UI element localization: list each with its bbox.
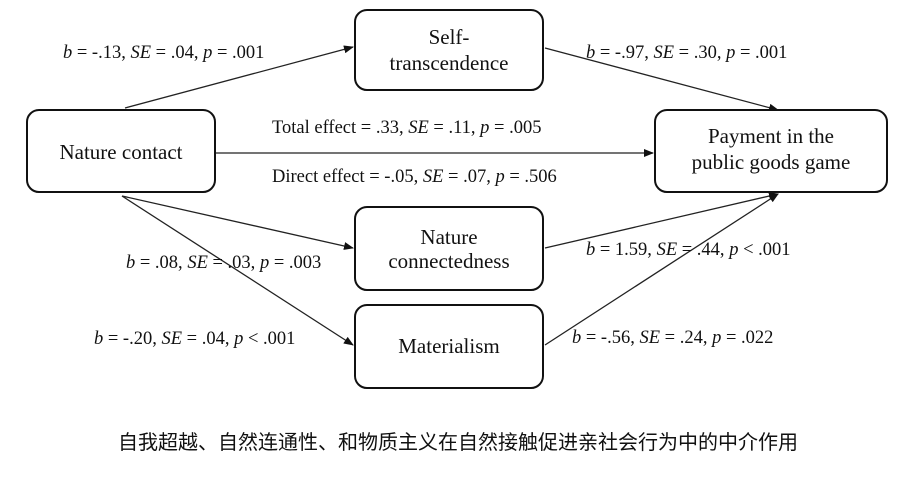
stat-value: = -.13,	[72, 43, 130, 63]
node-self-transcendence: Self- transcendence	[354, 9, 544, 91]
stat-value: = 1.59,	[595, 240, 656, 260]
stat-symbol: p	[493, 167, 504, 187]
stat-value: Total effect = .33,	[272, 118, 408, 138]
stat-value: = .022	[721, 328, 773, 348]
node-label: transcendence	[390, 51, 509, 75]
path-label-nc-st: b = -.13, SE = .04, p = .001	[63, 43, 264, 63]
path-label-st-pay: b = -.97, SE = .30, p = .001	[586, 43, 787, 63]
path-label-nc-ncon: b = .08, SE = .03, p = .003	[126, 253, 321, 273]
stat-symbol: p	[258, 253, 269, 273]
figure-caption: 自我超越、自然连通性、和物质主义在自然接触促进亲社会行为中的中介作用	[118, 430, 798, 454]
stat-value: = .30,	[674, 43, 726, 63]
arrow-materialism-to-payment	[544, 193, 779, 346]
path-label-mat-pay: b = -.56, SE = .24, p = .022	[572, 328, 773, 348]
stat-symbol: SE	[130, 43, 151, 63]
stat-value: = -.20,	[103, 329, 161, 349]
stat-value: = .506	[505, 167, 557, 187]
stat-symbol: b	[63, 43, 72, 63]
node-label: Materialism	[398, 334, 499, 358]
stat-symbol: p	[201, 43, 212, 63]
stat-value: Direct effect = -.05,	[272, 167, 423, 187]
arrow-nature-contact-to-self-transcendence	[124, 45, 354, 109]
stat-value: = .24,	[660, 328, 712, 348]
node-label: connectedness	[388, 249, 509, 273]
node-label: Nature	[420, 225, 477, 249]
stat-value: = .11,	[429, 118, 480, 138]
node-payment: Payment in the public goods game	[654, 109, 888, 193]
node-label: Payment in the	[708, 124, 834, 148]
arrow-self-transcendence-to-payment	[544, 47, 779, 112]
path-label-direct: Direct effect = -.05, SE = .07, p = .506	[272, 167, 557, 187]
stat-symbol: b	[126, 253, 135, 273]
stat-symbol: SE	[657, 240, 678, 260]
stat-symbol: SE	[639, 328, 660, 348]
stat-value: = .07,	[443, 167, 495, 187]
stat-value: = -.97,	[595, 43, 653, 63]
stat-value: = .005	[489, 118, 541, 138]
stat-symbol: p	[478, 118, 489, 138]
stat-symbol: p	[724, 43, 735, 63]
path-label-total: Total effect = .33, SE = .11, p = .005	[272, 118, 541, 138]
node-materialism: Materialism	[354, 304, 544, 389]
stat-value: < .001	[243, 329, 295, 349]
node-label: public goods game	[692, 150, 851, 174]
node-label: Nature contact	[59, 140, 182, 164]
arrow-nature-connectedness-to-payment	[544, 192, 779, 249]
stat-symbol: p	[710, 328, 721, 348]
stat-value: = .04,	[151, 43, 203, 63]
stat-symbol: SE	[408, 118, 429, 138]
stat-value: = .003	[269, 253, 321, 273]
stat-symbol: p	[727, 240, 738, 260]
arrow-nature-contact-to-materialism	[121, 195, 354, 346]
stat-symbol: b	[586, 43, 595, 63]
stat-symbol: b	[586, 240, 595, 260]
arrow-nature-contact-to-nature-connectedness	[121, 195, 354, 250]
node-nature-connectedness: Nature connectedness	[354, 206, 544, 291]
node-nature-contact: Nature contact	[26, 109, 216, 193]
stat-value: = .03,	[208, 253, 260, 273]
stat-symbol: SE	[161, 329, 182, 349]
path-label-ncon-pay: b = 1.59, SE = .44, p < .001	[586, 240, 791, 260]
stat-value: = .001	[212, 43, 264, 63]
stat-symbol: SE	[423, 167, 444, 187]
stat-value: = .04,	[182, 329, 234, 349]
stat-symbol: p	[232, 329, 243, 349]
stat-value: = -.56,	[581, 328, 639, 348]
node-label: Self-	[429, 25, 470, 49]
mediation-diagram: Nature contact Self- transcendence Payme…	[26, 9, 888, 389]
stat-value: < .001	[738, 240, 790, 260]
stat-value: = .08,	[135, 253, 187, 273]
stat-value: = .001	[735, 43, 787, 63]
stat-symbol: b	[94, 329, 103, 349]
path-label-nc-mat: b = -.20, SE = .04, p < .001	[94, 329, 295, 349]
stat-symbol: SE	[653, 43, 674, 63]
stat-symbol: SE	[187, 253, 208, 273]
stat-value: = .44,	[677, 240, 729, 260]
stat-symbol: b	[572, 328, 581, 348]
